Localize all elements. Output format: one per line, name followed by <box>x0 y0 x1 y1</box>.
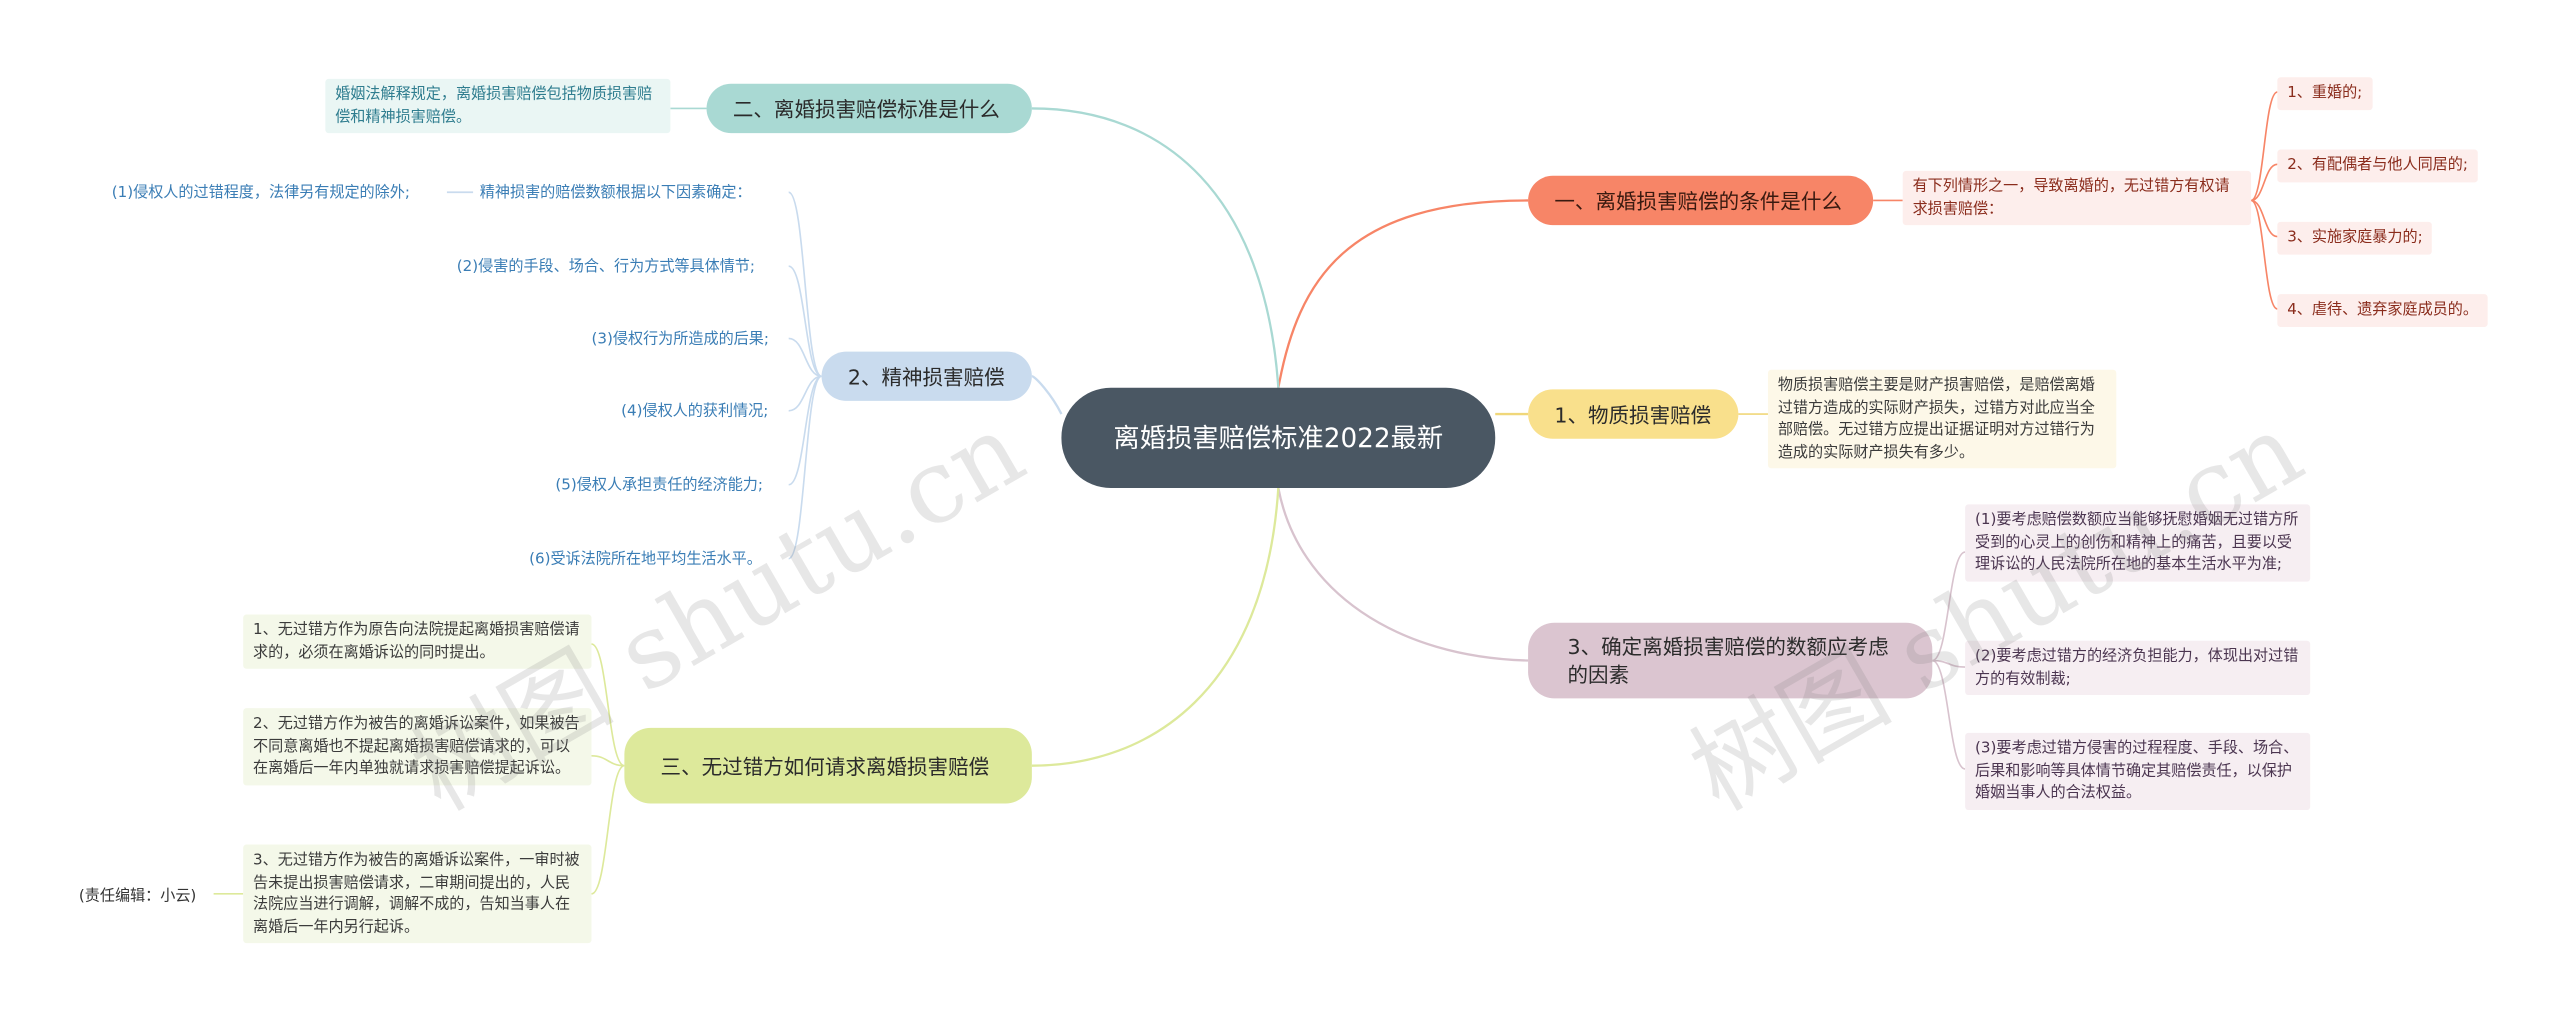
howto-item-1: 1、无过错方作为原告向法院提起离婚损害赔偿请求的，必须在离婚诉讼的同时提出。 <box>243 614 592 669</box>
mental-item-3: (3)侵权行为所造成的后果; <box>584 325 776 355</box>
conditions-item-4: 4、虐待、遗弃家庭成员的。 <box>2277 294 2488 327</box>
conditions-item-3: 3、实施家庭暴力的; <box>2277 221 2433 254</box>
topic-mental-label: 2、精神损害赔偿 <box>847 363 1005 389</box>
topic-conditions[interactable]: 一、离婚损害赔偿的条件是什么 <box>1528 175 1874 226</box>
amount-item-3: (3)要考虑过错方侵害的过程程度、手段、场合、后果和影响等具体情节确定其赔偿责任… <box>1965 732 2311 810</box>
conditions-item-1: 1、重婚的; <box>2277 77 2373 110</box>
conditions-item-2: 2、有配偶者与他人同居的; <box>2277 149 2478 182</box>
amount-item-1: (1)要考虑赔偿数额应当能够抚慰婚姻无过错方所受到的心灵上的创伤和精神上的痛苦，… <box>1965 504 2311 581</box>
editor-note: (责任编辑：小云) <box>72 882 203 912</box>
topic-amount[interactable]: 3、确定离婚损害赔偿的数额应考虑的因素 <box>1528 622 1933 699</box>
mental-intro: 精神损害的赔偿数额根据以下因素确定： <box>473 179 759 208</box>
topic-mental[interactable]: 2、精神损害赔偿 <box>821 351 1032 401</box>
mental-item-4: (4)侵权人的获利情况; <box>614 397 775 427</box>
root-label: 离婚损害赔偿标准2022最新 <box>1113 421 1444 453</box>
topic-standard-label: 二、离婚损害赔偿标准是什么 <box>732 96 1000 121</box>
topic-amount-label: 3、确定离婚损害赔偿的数额应考虑的因素 <box>1567 634 1889 687</box>
topic-material[interactable]: 1、物质损害赔偿 <box>1528 389 1739 439</box>
mental-item-6: (6)受诉法院所在地平均生活水平。 <box>522 545 769 575</box>
topic-howto[interactable]: 三、无过错方如何请求离婚损害赔偿 <box>624 727 1032 804</box>
howto-item-3: 3、无过错方作为被告的离婚诉讼案件，一审时被告未提出损害赔偿请求，二审期间提出的… <box>243 844 592 944</box>
material-text: 物质损害赔偿主要是财产损害赔偿，是赔偿离婚过错方造成的实际财产损失，过错方对此应… <box>1767 369 2117 469</box>
topic-conditions-label: 一、离婚损害赔偿的条件是什么 <box>1554 188 1842 213</box>
topic-howto-label: 三、无过错方如何请求离婚损害赔偿 <box>660 753 990 779</box>
root-topic[interactable]: 离婚损害赔偿标准2022最新 <box>1061 387 1496 489</box>
topic-standard[interactable]: 二、离婚损害赔偿标准是什么 <box>706 83 1032 134</box>
topic-material-label: 1、物质损害赔偿 <box>1554 401 1712 427</box>
conditions-intro: 有下列情形之一，导致离婚的，无过错方有权请求损害赔偿： <box>1902 170 2252 226</box>
amount-item-2: (2)要考虑过错方的经济负担能力，体现出对过错方的有效制裁; <box>1965 640 2311 696</box>
mental-item-1: (1)侵权人的过错程度，法律另有规定的除外; <box>105 179 417 208</box>
mental-item-5: (5)侵权人承担责任的经济能力; <box>548 471 770 501</box>
mental-item-2: (2)侵害的手段、场合、行为方式等具体情节; <box>450 253 762 282</box>
standard-text: 婚姻法解释规定，离婚损害赔偿包括物质损害赔偿和精神损害赔偿。 <box>325 78 671 134</box>
howto-item-2: 2、无过错方作为被告的离婚诉讼案件，如果被告不同意离婚也不提起离婚损害赔偿请求的… <box>243 708 592 785</box>
